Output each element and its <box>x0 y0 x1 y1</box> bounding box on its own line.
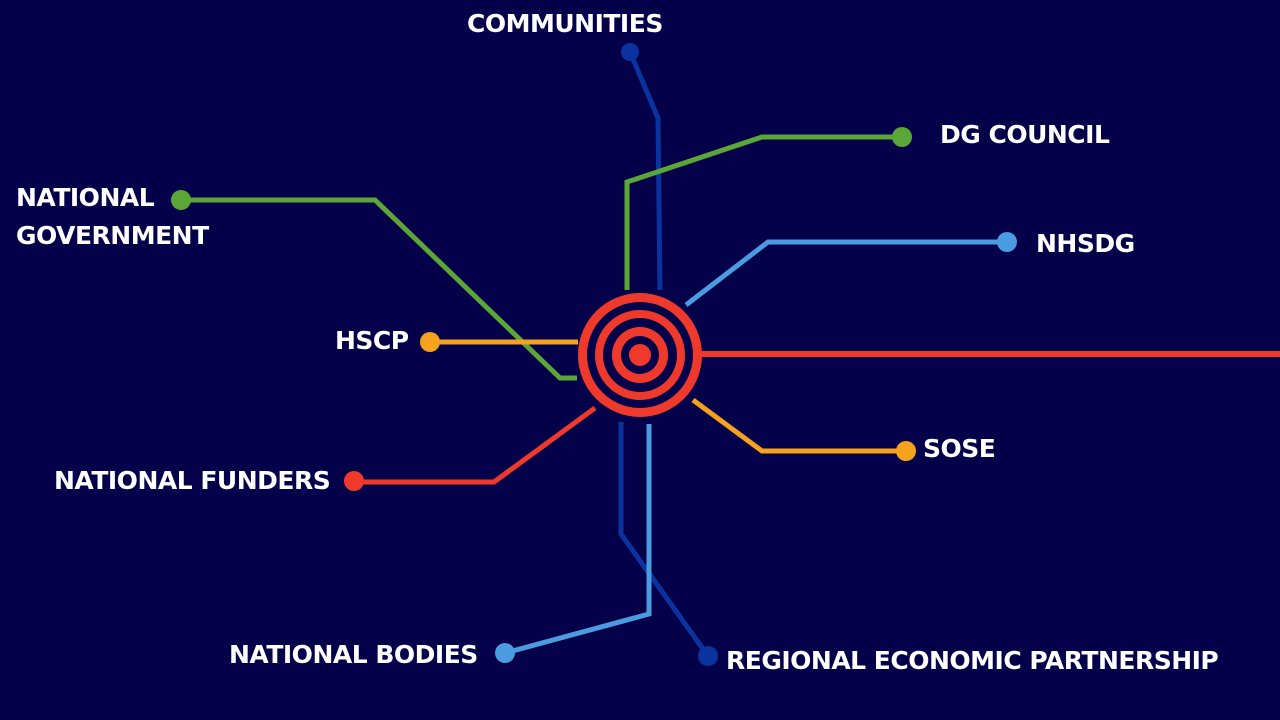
line-dg-council <box>624 134 902 290</box>
label-regional-economic-partnership: REGIONAL ECONOMIC PARTNERSHIP <box>726 646 1219 675</box>
label-dg-council: DG COUNCIL <box>940 120 1110 149</box>
line-national-bodies <box>504 424 652 656</box>
line-regional-economic-partnership <box>618 422 711 658</box>
dot-nhsdg <box>997 232 1017 252</box>
dot-regional-economic-partnership <box>698 646 718 666</box>
label-nhsdg: NHSDG <box>1036 229 1135 258</box>
dot-dg-council <box>892 127 912 147</box>
dot-sose <box>896 441 916 461</box>
label-hscp: HSCP <box>335 326 409 355</box>
label-communities: COMMUNITIES <box>467 9 663 38</box>
label-national-government-line2: GOVERNMENT <box>16 221 209 250</box>
dot-national-government <box>171 190 191 210</box>
line-national-funders <box>354 405 597 485</box>
line-sose <box>691 397 906 454</box>
target-icon <box>578 293 702 417</box>
dot-national-bodies <box>495 643 515 663</box>
label-national-government-line1: NATIONAL <box>16 183 155 212</box>
dot-national-funders <box>344 471 364 491</box>
label-sose: SOSE <box>923 434 996 463</box>
line-communities <box>627 51 663 291</box>
label-national-bodies: NATIONAL BODIES <box>229 640 478 669</box>
line-national-government <box>181 197 577 381</box>
line-nhsdg <box>684 239 1007 307</box>
dot-communities <box>621 43 639 61</box>
dot-hscp <box>420 332 440 352</box>
label-national-funders: NATIONAL FUNDERS <box>54 466 331 495</box>
